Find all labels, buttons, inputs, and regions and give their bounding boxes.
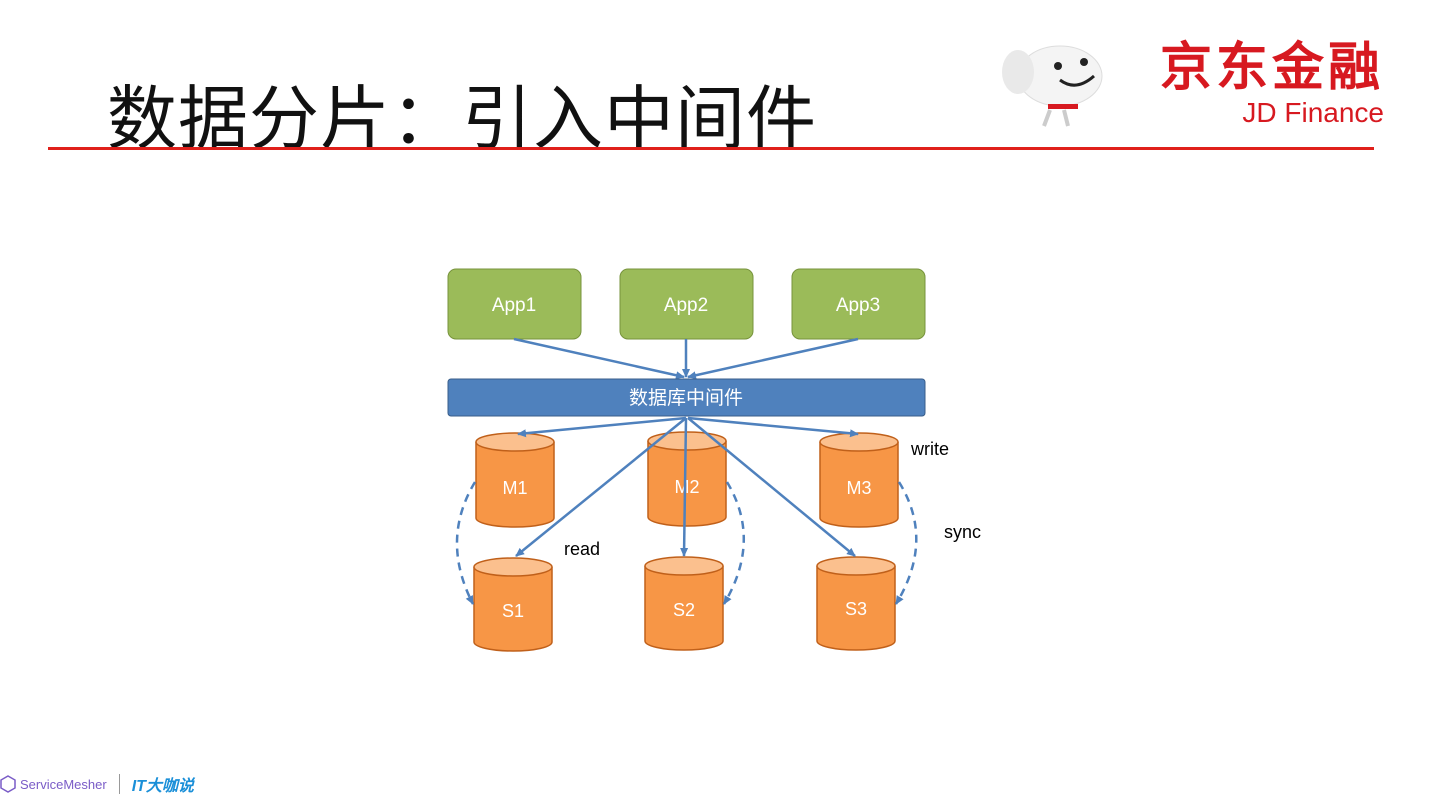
app-box-2: App2 — [619, 268, 754, 340]
app-label-3: App3 — [836, 295, 880, 316]
middleware-label: 数据库中间件 — [629, 387, 743, 409]
brand-name-en: JD Finance — [1242, 97, 1384, 128]
db-label-s1: S1 — [502, 601, 524, 621]
servicemesher-hexagon-icon — [0, 775, 16, 793]
db-slave-1: S1 — [473, 557, 553, 652]
footer: ServiceMesher IT大咖说 — [0, 772, 194, 796]
middleware-to-db-arrows — [515, 416, 859, 557]
footer-it-logo: IT大咖说 — [131, 778, 194, 795]
sync-arrows — [455, 481, 918, 605]
jd-dog-mascot-icon — [1002, 45, 1103, 127]
db-label-s2: S2 — [673, 600, 695, 620]
db-label-s3: S3 — [845, 599, 867, 619]
app-label-2: App2 — [664, 295, 708, 316]
footer-servicemesher: ServiceMesher — [20, 776, 107, 792]
app-box-1: App1 — [447, 268, 582, 340]
db-label-m2: M2 — [674, 477, 699, 497]
slide-title: 数据分片：引入中间件 — [107, 78, 817, 160]
db-master-2: M2 — [647, 431, 727, 527]
jd-finance-logo: 京东金融 JD Finance — [1160, 38, 1384, 128]
app-label-1: App1 — [492, 295, 536, 316]
db-slave-3: S3 — [816, 556, 896, 651]
middleware-bar: 数据库中间件 — [447, 378, 926, 417]
db-master-3: M3 — [819, 432, 899, 528]
app-box-3: App3 — [791, 268, 926, 340]
footer-separator — [118, 774, 120, 794]
db-label-m1: M1 — [502, 478, 527, 498]
db-slave-2: S2 — [644, 556, 724, 651]
app-to-middleware-arrows — [513, 337, 859, 380]
sync-label: sync — [944, 522, 981, 542]
brand-name-cn: 京东金融 — [1159, 38, 1384, 98]
read-label: read — [564, 539, 600, 559]
write-label: write — [910, 439, 949, 459]
db-master-1: M1 — [475, 432, 555, 528]
title-divider — [48, 147, 1374, 150]
db-label-m3: M3 — [846, 478, 871, 498]
